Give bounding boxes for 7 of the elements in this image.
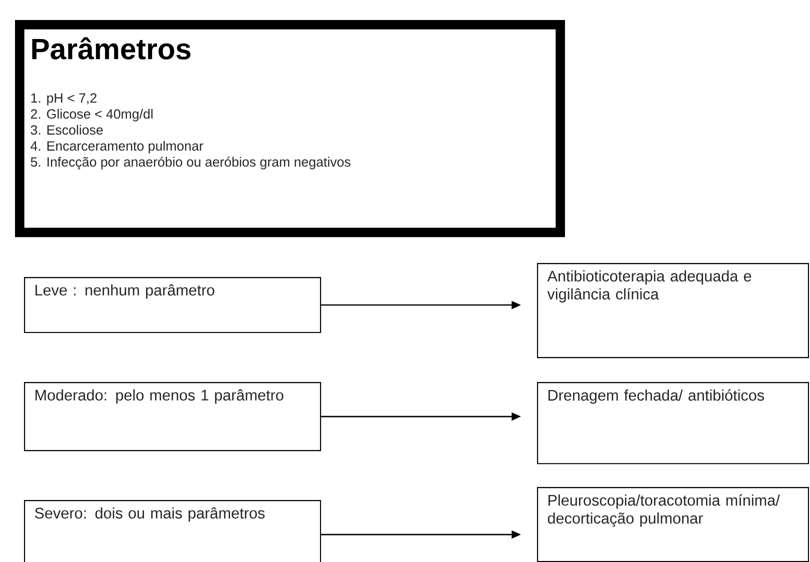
text-box: Pleuroscopia/toracotomia mínima/ decorticação pulmonar xyxy=(537,487,809,562)
text-box: Moderado: pelo menos 1 parâmetro xyxy=(24,382,322,452)
text-box: Antibioticoterapia adequada e vigilância clínica xyxy=(537,263,809,358)
text-box: Leve : nenhum parâmetro xyxy=(24,277,322,333)
text-box: Severo: dois ou mais parâmetros xyxy=(24,500,322,562)
text-box: Drenagem fechada/ antibióticos xyxy=(537,382,809,464)
parameters-box: Parâmetros 1. pH < 7,2 2. Glicose < 40mg/dl 3. Escoliose 4. Encarceramento pulmonar 5. Infecção por anaeróbio ou aeróbios gram negativos xyxy=(15,20,565,238)
